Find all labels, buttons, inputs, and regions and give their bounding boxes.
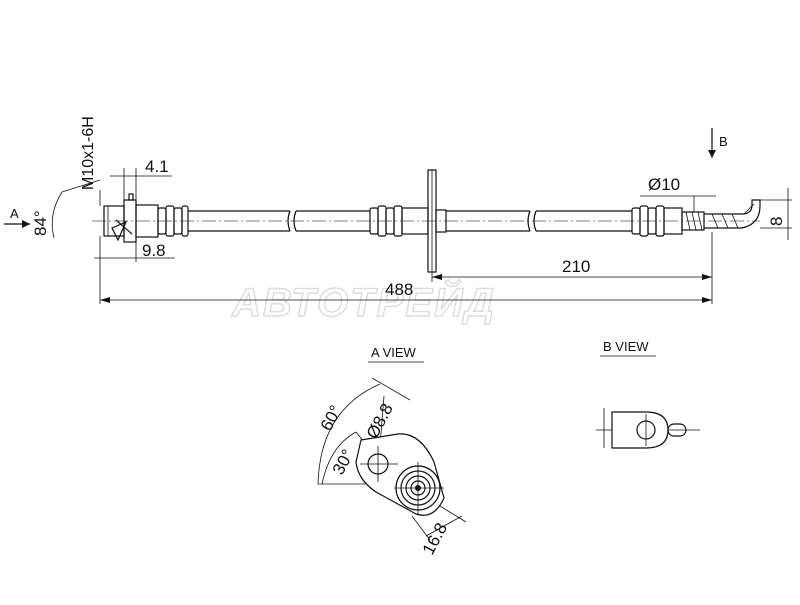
view-b-arrow-label: B: [719, 134, 728, 149]
dim-210: 210: [562, 257, 590, 276]
dim-9-8: 9.8: [142, 241, 166, 260]
b-view: B VIEW: [596, 339, 700, 449]
thread-label: M10x1-6H: [80, 116, 97, 190]
a-view: A VIEW 60° 30° Ø8.8 16.8: [317, 345, 467, 558]
a-width-dim: 16.8: [419, 520, 451, 558]
angle-84-label: 84°: [31, 210, 50, 236]
view-a-arrow-label: A: [10, 206, 19, 221]
right-fitting: [631, 199, 761, 237]
a-view-title: A VIEW: [371, 345, 417, 360]
watermark: АВТОТРЕЙД: [231, 278, 496, 325]
dim-488: 488: [385, 280, 413, 299]
b-view-title: B VIEW: [603, 339, 649, 354]
hose-assembly: [92, 169, 761, 273]
b-view-lug: [611, 411, 669, 449]
dim-d10: Ø10: [648, 175, 680, 194]
dim-8: 8: [767, 217, 786, 226]
left-fitting: [103, 193, 189, 243]
a-angle-30: 30°: [329, 446, 358, 478]
main-dimensions: M10x1-6H A 84° 4.1 9.8 Ø10 8 B: [4, 116, 792, 304]
a-angle-60: 60°: [317, 402, 346, 434]
dim-4-1: 4.1: [145, 157, 169, 176]
